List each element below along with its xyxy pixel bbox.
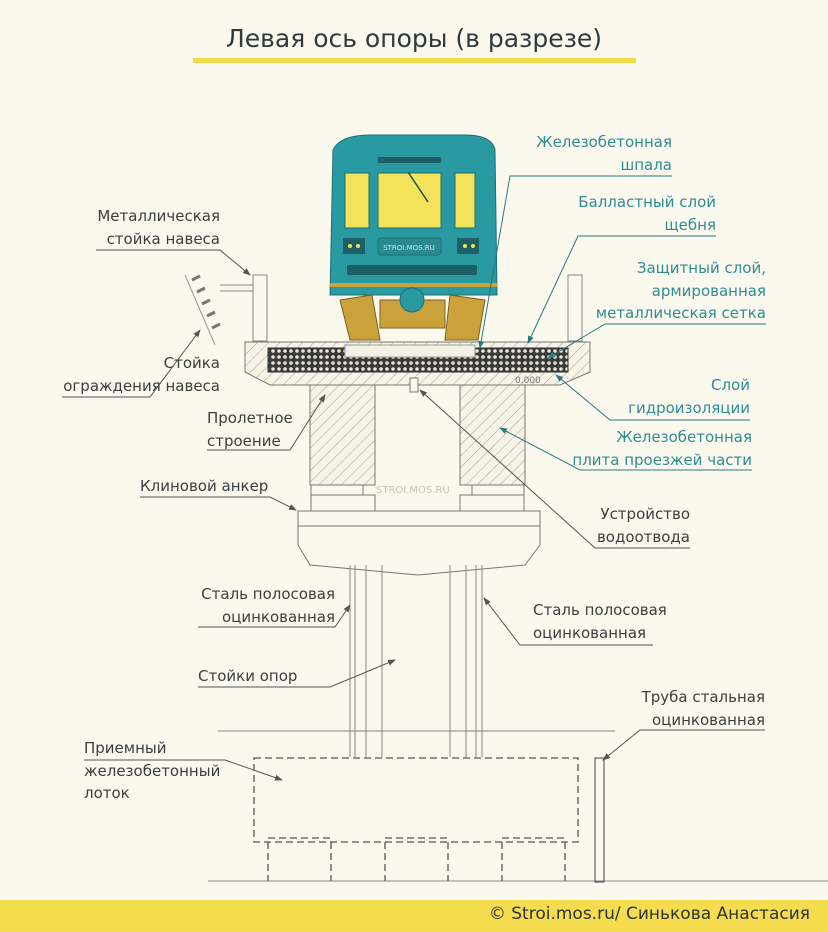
footer-credit: © Stroi.mos.ru/ Синькова Анастасия: [488, 904, 810, 924]
footer-bar: © Stroi.mos.ru/ Синькова Анастасия: [0, 900, 828, 932]
receiving-tray: [253, 757, 579, 881]
label-support-posts: Стойки опор: [198, 667, 298, 685]
level-mark: 0.000: [515, 376, 541, 386]
pier-cap: [297, 484, 541, 576]
support-columns: [208, 565, 828, 882]
label-wedge-anchor: Клиновой анкер: [140, 477, 269, 495]
metro-train: STROI.MOS.RU: [329, 134, 498, 341]
canopy-posts: [184, 274, 583, 346]
deck-slab: [244, 341, 591, 486]
title-underline: [193, 58, 636, 63]
page-title: Левая ось опоры (в разрезе): [225, 24, 603, 53]
steel-pipe: [594, 757, 605, 883]
train-plate: STROI.MOS.RU: [383, 244, 435, 252]
watermark: STROI.MOS.RU: [376, 485, 450, 496]
